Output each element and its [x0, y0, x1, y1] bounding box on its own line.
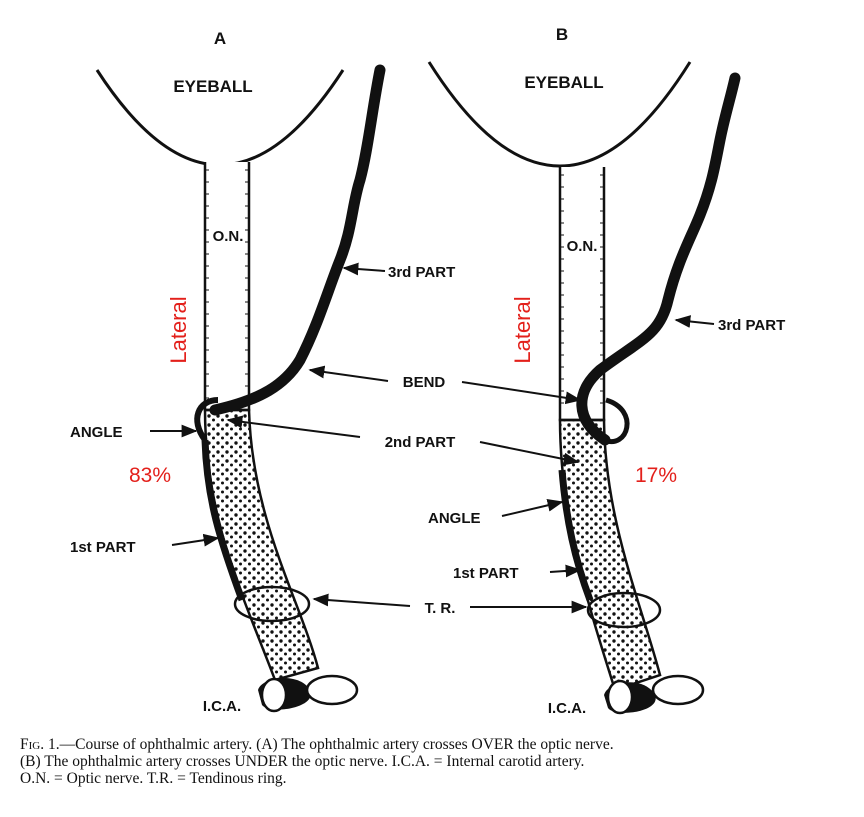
artery-third-part	[576, 72, 741, 446]
second-part-label: 2nd PART	[385, 434, 456, 451]
optic-nerve-label-a: O.N.	[213, 228, 244, 245]
eyeball-label-b: EYEBALL	[524, 73, 603, 92]
lateral-label-b: Lateral	[510, 296, 535, 363]
eyeball-outline	[427, 61, 692, 168]
tendinous-ring	[233, 585, 311, 623]
optic-nerve-hatch	[560, 174, 604, 404]
lateral-label-a: Lateral	[166, 296, 191, 363]
third-part-label-b: 3rd PART	[718, 317, 785, 334]
ica-vessel	[604, 674, 705, 715]
percent-label-a: 83%	[129, 464, 171, 487]
artery-first-part	[201, 439, 246, 602]
second-part-arrow-a	[226, 415, 361, 438]
angle-label-b: ANGLE	[428, 510, 481, 527]
optic-nerve-upper	[558, 167, 606, 422]
optic-nerve-label-b: O.N.	[567, 238, 598, 255]
first-part-arrow-b	[549, 564, 582, 578]
tendinous-ring-label: T. R.	[425, 600, 456, 617]
panel-b: B EYEBALL O.N. Lateral 3rd PART 17% ANGL…	[427, 25, 785, 717]
caption-line-2: (B) The ophthalmic artery crosses UNDER …	[20, 753, 585, 770]
artery-first-part	[558, 469, 594, 602]
panel-letter-a: A	[214, 29, 226, 48]
optic-nerve-upper	[203, 162, 251, 412]
ica-label-a: I.C.A.	[203, 698, 241, 715]
artery-angle	[603, 397, 630, 445]
ica-vessel	[258, 674, 359, 713]
third-part-arrow-b	[674, 315, 715, 328]
first-part-label-a: 1st PART	[70, 539, 136, 556]
caption-line-1: —Course of ophthalmic artery. (A) The op…	[59, 736, 614, 753]
panel-letter-b: B	[556, 25, 568, 44]
third-part-arrow-a	[342, 262, 386, 276]
angle-label-a: ANGLE	[70, 424, 123, 441]
shared-labels: BEND 2nd PART T. R.	[226, 365, 588, 617]
tr-arrow-a	[312, 593, 411, 607]
bend-label: BEND	[403, 374, 446, 391]
percent-label-b: 17%	[635, 464, 677, 487]
artery-third-part	[209, 64, 386, 416]
caption-line-3: O.N. = Optic nerve. T.R. = Tendinous rin…	[20, 770, 287, 787]
first-part-label-b: 1st PART	[453, 565, 519, 582]
eyeball-label-a: EYEBALL	[173, 77, 252, 96]
angle-arrow-b	[501, 499, 564, 517]
figure-caption: Fig. 1.—Course of ophthalmic artery. (A)…	[20, 736, 850, 787]
optic-nerve-hatch	[205, 169, 249, 399]
second-part-arrow-b	[479, 441, 580, 466]
bend-arrow-a	[308, 365, 389, 382]
first-part-arrow-a	[171, 533, 220, 547]
tendinous-ring	[586, 591, 662, 629]
artery-angle	[194, 397, 219, 442]
third-part-label-a: 3rd PART	[388, 264, 455, 281]
bend-arrow-b	[461, 381, 582, 405]
ica-label-b: I.C.A.	[548, 700, 586, 717]
caption-fig-label: Fig. 1.	[20, 736, 60, 753]
panel-a: A EYEBALL O.N. Lateral 3rd PART ANGLE 83…	[70, 29, 455, 715]
